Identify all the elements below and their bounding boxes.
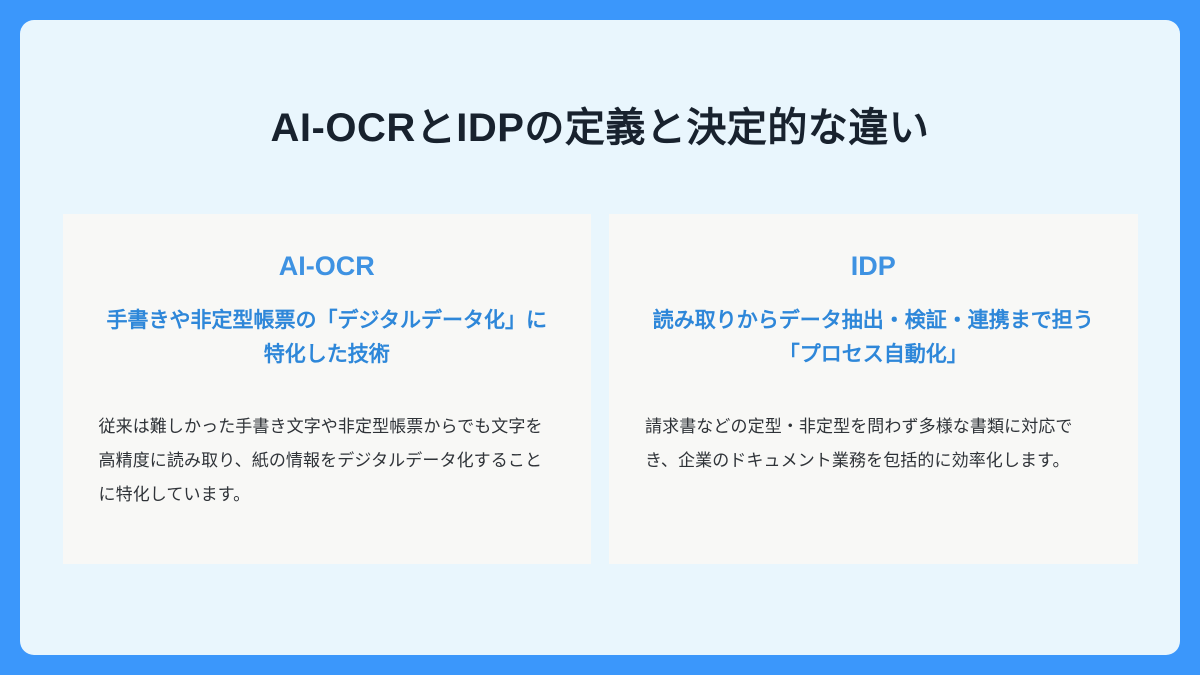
card-idp-body: 請求書などの定型・非定型を問わず多様な書類に対応でき、企業のドキュメント業務を包… [645,417,1073,471]
card-idp: IDP 読み取りからデータ抽出・検証・連携まで担う「プロセス自動化」 請求書など… [609,214,1138,564]
card-ai-ocr-body: 従来は難しかった手書き文字や非定型帳票からでも文字を高精度に読み取り、紙の情報を… [98,417,543,505]
card-ai-ocr: AI-OCR 手書きや非定型帳票の「デジタルデータ化」に特化した技術 従来は難し… [62,214,591,564]
card-idp-title: IDP [850,251,896,281]
card-ai-ocr-subtitle: 手書きや非定型帳票の「デジタルデータ化」に特化した技術 [106,309,548,367]
page-title: AI-OCRとIDPの定義と決定的な違い [270,106,930,150]
card-idp-subtitle: 読み取りからデータ抽出・検証・連携まで担う「プロセス自動化」 [652,309,1094,367]
slide-panel: AI-OCRとIDPの定義と決定的な違い AI-OCR 手書きや非定型帳票の「デ… [20,20,1180,655]
card-ai-ocr-title: AI-OCR [278,251,375,281]
comparison-cards-row: AI-OCR 手書きや非定型帳票の「デジタルデータ化」に特化した技術 従来は難し… [62,214,1138,564]
